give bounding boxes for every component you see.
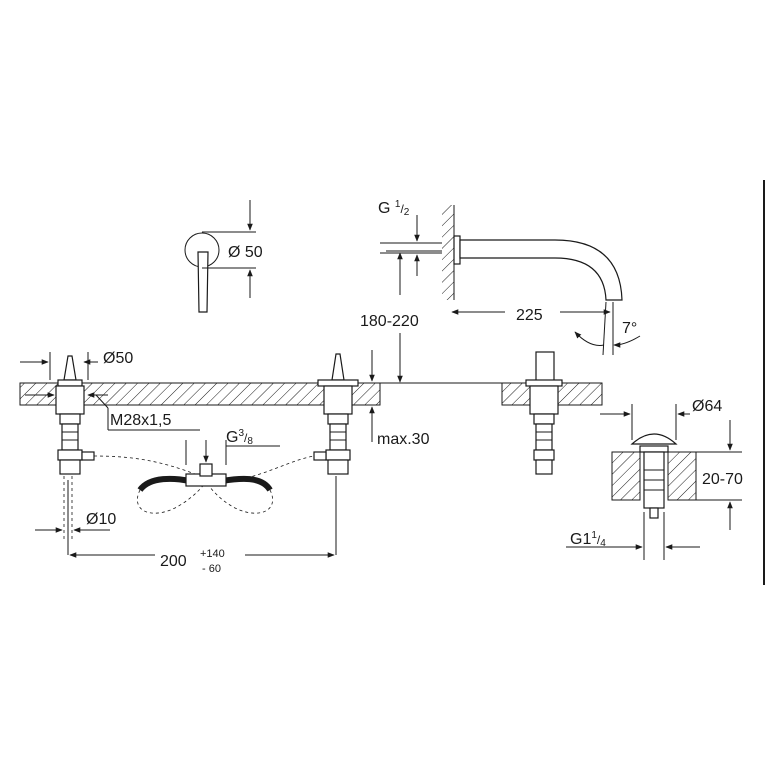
handle-lever [197, 251, 209, 313]
body-diameter-label: Ø50 [103, 350, 133, 367]
spacing-label: 200 [160, 553, 187, 570]
waste-diameter-label: Ø64 [692, 398, 722, 415]
hose-assembly: G3/8 200 +140 - 60 [67, 428, 337, 575]
spout-projection-label: 225 [516, 307, 543, 324]
waste-thread-label: G11/4 [570, 530, 606, 549]
handle-view: Ø 50 [184, 200, 263, 313]
hose-diameter-label: Ø10 [86, 511, 116, 528]
wall-section [442, 205, 454, 300]
waste-section: Ø64 20-70 G11/4 [566, 398, 743, 560]
hose-right [221, 475, 273, 492]
basin-left [611, 451, 641, 501]
waste-range-label: 20-70 [702, 471, 743, 488]
spout-thread-label: G 1/2 [378, 199, 410, 218]
basin-right [667, 451, 697, 501]
spout-height-label: 180-220 [360, 313, 419, 330]
middle-valve-body [313, 353, 359, 475]
hose-thread-label: G3/8 [226, 428, 253, 447]
hose-left [137, 475, 191, 493]
spout-flange [453, 235, 461, 265]
handle-diameter-label: Ø 50 [228, 244, 263, 261]
body-thread-label: M28x1,5 [110, 412, 171, 429]
max-thickness-label: max.30 [377, 431, 430, 448]
spout-angle-label: 7° [622, 320, 637, 337]
spacing-minus-label: - 60 [202, 563, 221, 575]
waste-cap [630, 433, 678, 445]
countertop-section: max.30 [19, 350, 603, 448]
left-valve-body: Ø50 M28x1,5 Ø10 [20, 350, 200, 540]
countertop-left [19, 382, 381, 406]
spout-mount-body [525, 351, 563, 475]
spacing-plus-label: +140 [200, 548, 225, 560]
spout-body [459, 239, 623, 301]
spout-view: G 1/2 180-220 225 7° [360, 199, 641, 383]
